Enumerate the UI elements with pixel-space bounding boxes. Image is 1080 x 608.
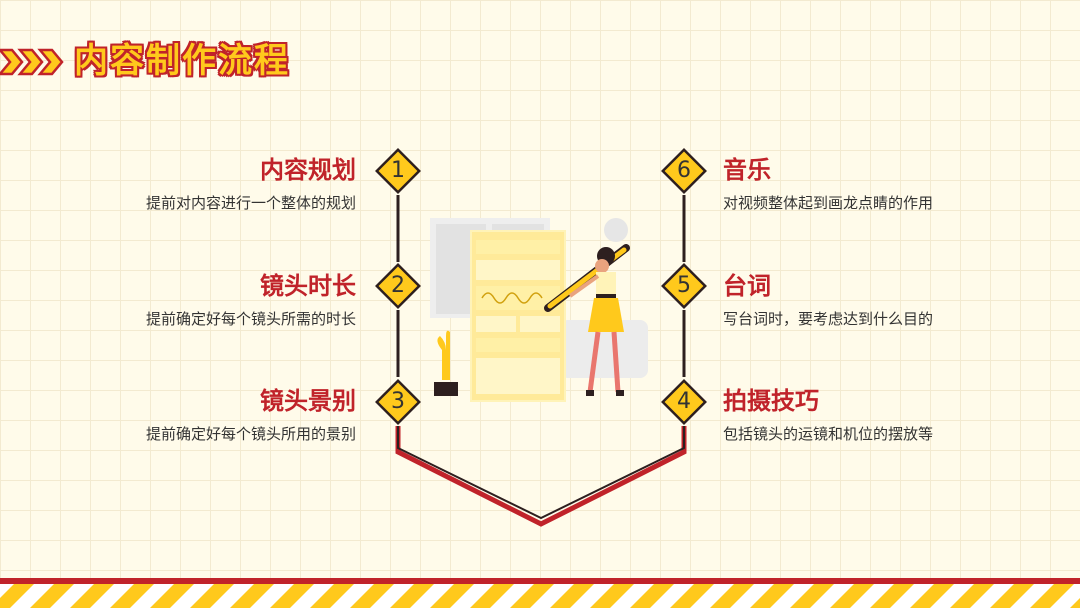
- step-5-number: 5: [677, 273, 691, 298]
- step-2-desc: 提前确定好每个镜头所需的时长: [145, 310, 356, 328]
- step-1-title: 内容规划: [260, 156, 356, 184]
- step-6-desc: 对视频整体起到画龙点睛的作用: [723, 194, 934, 212]
- step-2-diamond-icon: [375, 263, 421, 309]
- caution-stripe-bar: [0, 578, 1080, 608]
- step-1-desc: 提前对内容进行一个整体的规划: [145, 194, 356, 212]
- step-4-number: 4: [677, 389, 691, 414]
- step-1-diamond-icon: [375, 148, 421, 194]
- step-3-desc: 提前确定好每个镜头所用的景别: [145, 425, 356, 443]
- step-3-diamond-icon: [375, 379, 421, 425]
- step-5-title: 台词: [723, 272, 771, 300]
- step-2-title: 镜头时长: [260, 272, 356, 300]
- step-3-title: 镜头景别: [260, 387, 356, 415]
- page-title: 内容制作流程: [74, 41, 290, 81]
- step-4-diamond-icon: [661, 379, 707, 425]
- step-6-title: 音乐: [723, 156, 771, 184]
- step-5-diamond-icon: [661, 263, 707, 309]
- step-6-diamond-icon: [661, 148, 707, 194]
- step-2-number: 2: [391, 273, 405, 298]
- step-4-title: 拍摄技巧: [723, 387, 819, 415]
- step-4-desc: 包括镜头的运镜和机位的摆放等: [723, 425, 934, 443]
- step-6-number: 6: [677, 158, 691, 183]
- step-3-number: 3: [391, 389, 405, 414]
- step-1-number: 1: [391, 158, 405, 183]
- chevron-arrows-icon: [0, 48, 64, 76]
- step-5-desc: 写台词时，要考虑达到什么目的: [723, 310, 934, 328]
- illustration-woman-writing: [430, 218, 648, 402]
